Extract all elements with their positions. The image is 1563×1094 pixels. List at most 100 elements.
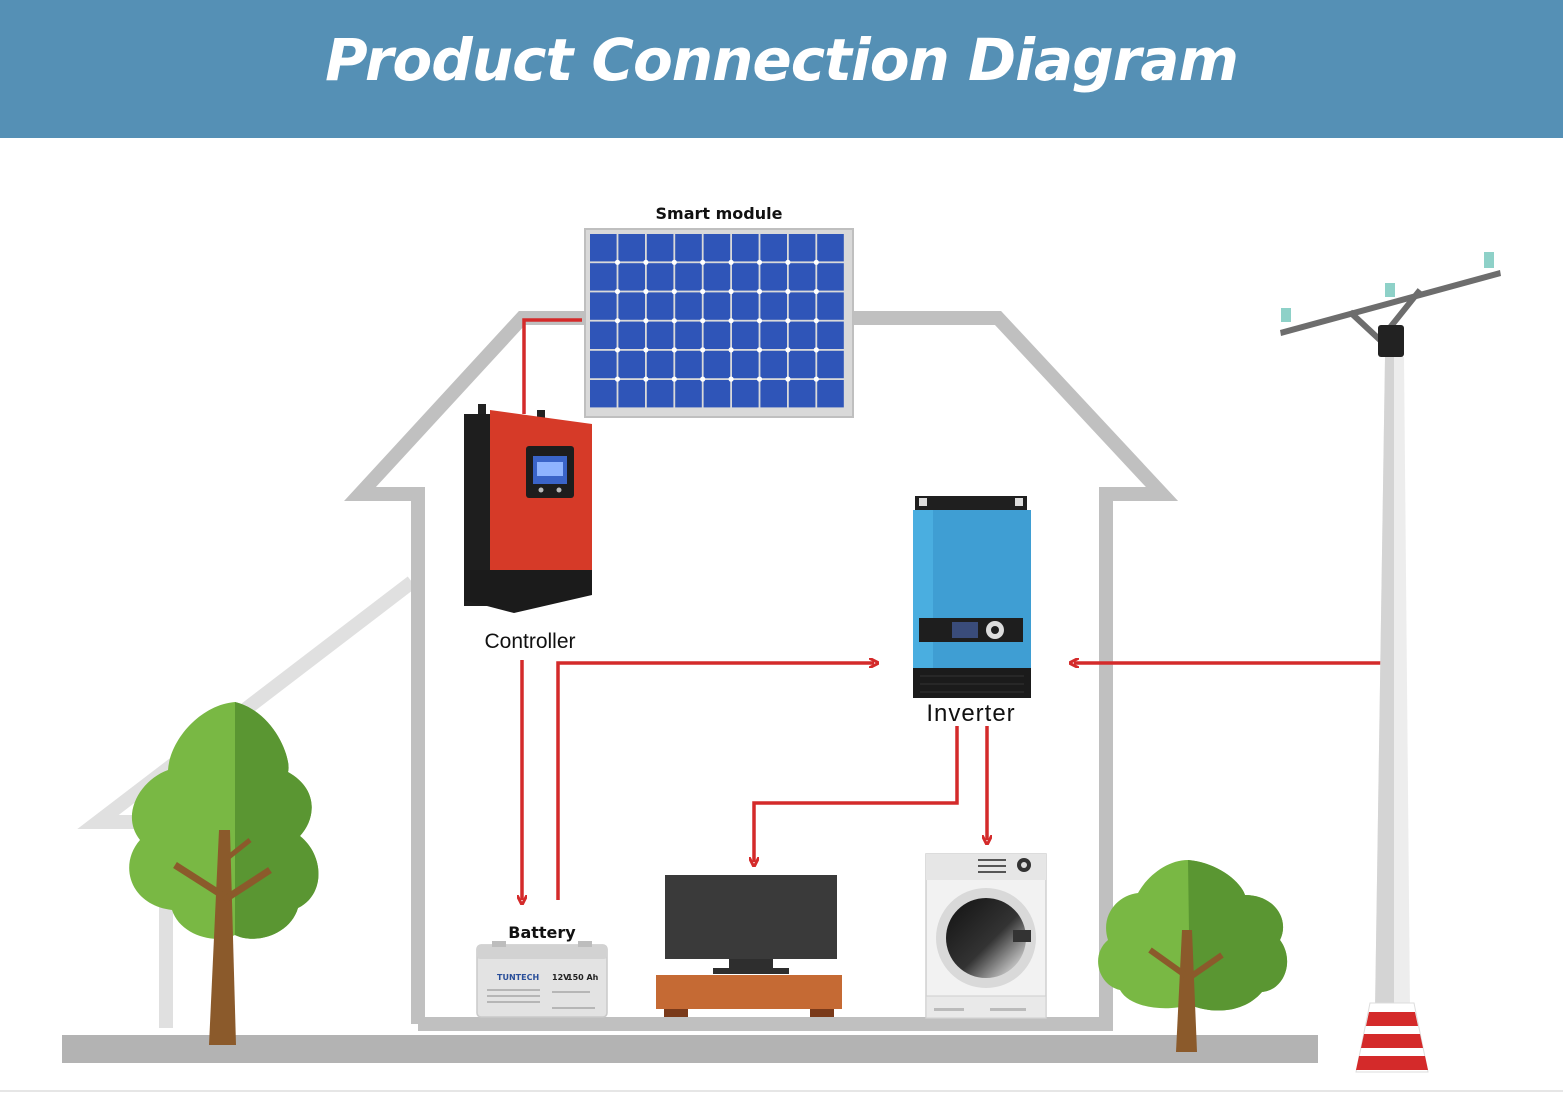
solar-cell [817,350,844,379]
solar-cell [788,292,816,320]
solar-cell [703,321,731,349]
wire-inverter-tv [754,726,959,862]
solar-cell-dot [643,347,649,353]
solar-cell-dot [785,347,791,353]
solar-cell [703,380,731,408]
solar-cell-dot [813,288,819,295]
solar-cell [760,292,787,320]
solar-cell-dot [756,259,763,265]
solar-cell [646,234,674,262]
solar-cell-dot [785,376,791,382]
solar-cell-dot [785,288,791,295]
solar-cell [618,263,645,291]
washing-machine-icon [925,853,1047,1019]
solar-cell [675,234,702,262]
solar-cell-dot [785,259,791,265]
television-icon [656,875,842,1017]
solar-cell [590,234,617,262]
battery-capacity: 150 Ah [567,973,599,982]
solar-cell [703,292,731,320]
tree-icon-left [129,702,319,1045]
solar-cell [618,234,645,262]
solar-cell [590,350,617,379]
solar-cell [788,380,816,408]
charge-controller-icon [464,404,592,613]
solar-cell-dot [756,347,763,353]
solar-cell-dot [700,376,706,382]
ground [62,1035,1318,1063]
solar-cell-dot [728,347,734,353]
controller-label: Controller [484,630,575,653]
solar-cell-dot [671,288,677,295]
solar-cell-dot [700,347,706,353]
solar-cell-dot [614,288,621,295]
solar-cell [817,380,844,408]
solar-cell-dot [643,288,649,295]
solar-cell-dot [671,259,677,265]
wire-panel-controller [522,318,582,414]
solar-cell [732,380,759,408]
bottom-divider [0,1090,1563,1092]
solar-cell [590,380,617,408]
wire-grid-inverter [1074,355,1392,663]
solar-cell [675,292,702,320]
solar-cell-dot [728,376,734,382]
solar-cell-dot [671,376,677,382]
solar-cell-dot [700,318,706,324]
solar-cell-dot [756,318,763,324]
solar-cell [817,292,844,320]
solar-cell-dot [756,376,763,382]
solar-cell-dot [614,318,621,324]
solar-cell [646,263,674,291]
solar-cell [788,263,816,291]
solar-panel-icon [584,228,854,418]
solar-cell [732,263,759,291]
solar-cell-dot [813,318,819,324]
smart-module-label: Smart module [656,204,783,223]
solar-cell [760,234,787,262]
solar-cell [675,321,702,349]
solar-cell-dot [785,318,791,324]
solar-cell-dot [813,347,819,353]
solar-cell-dot [614,376,621,382]
solar-cell-dot [756,288,763,295]
solar-cell [618,321,645,349]
solar-cell-dot [671,318,677,324]
wire-battery-inverter [556,663,874,900]
solar-cell [703,350,731,379]
solar-cell [760,321,787,349]
solar-cell-dot [643,259,649,265]
solar-cell-dot [671,347,677,353]
solar-cell [788,234,816,262]
solar-cell [590,321,617,349]
page-title: Product Connection Diagram [325,26,1239,94]
solar-cell [590,292,617,320]
solar-cell-dot [728,288,734,295]
back-house-outline [77,576,417,1028]
solar-cell [675,263,702,291]
house-outline [344,311,1179,1031]
solar-cell-dot [643,318,649,324]
solar-cell [732,234,759,262]
utility-pole-icon [1280,252,1501,1073]
solar-cell [788,321,816,349]
inverter-icon [913,496,1031,698]
solar-cell-dot [728,318,734,324]
solar-cell [817,263,844,291]
solar-cell [646,350,674,379]
solar-cell-dot [813,259,819,265]
solar-cell [732,321,759,349]
header-banner: Product Connection Diagram [0,0,1563,138]
solar-cell [788,350,816,379]
battery-brand: TUNTECH [497,973,539,982]
battery-voltage: 12V [552,973,570,982]
solar-cell [817,321,844,349]
inverter-label: Inverter [926,700,1015,727]
solar-cell [646,380,674,408]
solar-cell [675,350,702,379]
solar-cell [675,380,702,408]
solar-cell [646,321,674,349]
solar-cell [817,234,844,262]
solar-cell [760,263,787,291]
